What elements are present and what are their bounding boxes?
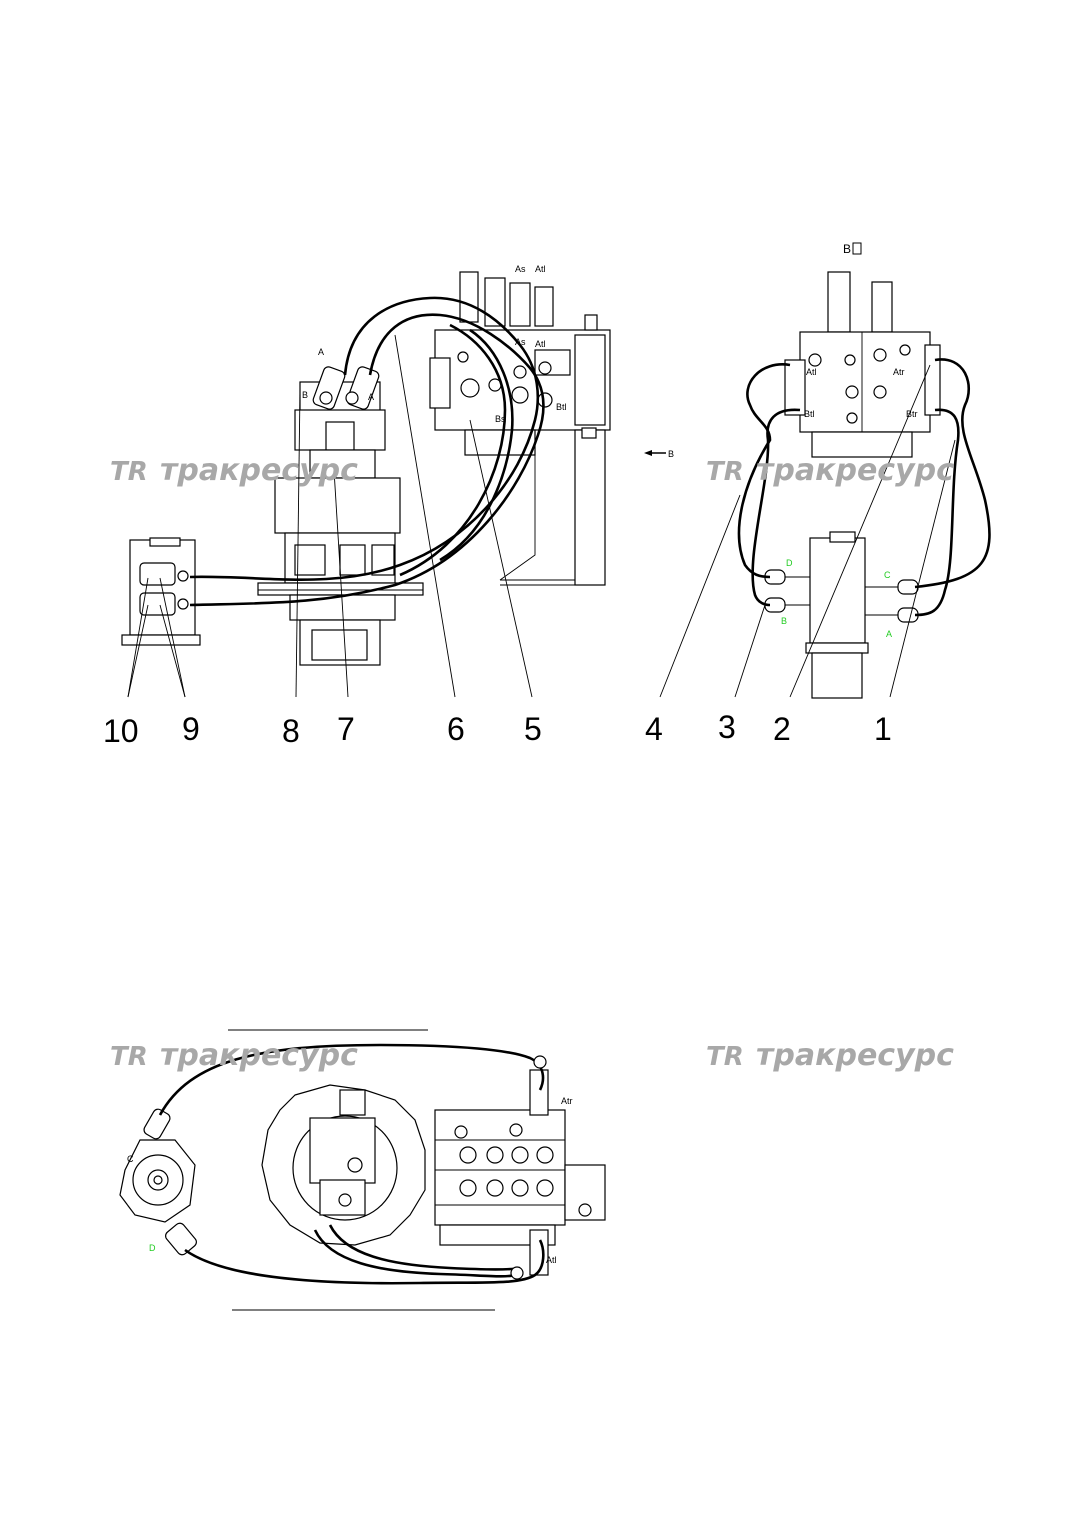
callout-numbers: 10 9 8 7 6 5 4 3 2 1 xyxy=(103,709,892,749)
port-label-atr-b: Atr xyxy=(893,367,905,377)
watermark-text: тракресурс xyxy=(756,1038,954,1073)
top-left-port-labels: A B A As Atl As Atl Bs Btl xyxy=(302,264,567,424)
port-label-bs: Bs xyxy=(495,414,506,424)
callout-2: 2 xyxy=(773,711,791,747)
watermark-3: TR тракресурс xyxy=(110,1038,358,1073)
port-label-a-motor: A xyxy=(368,392,374,402)
port-label-b: B xyxy=(302,390,308,400)
swing-motor-side-view xyxy=(257,366,424,666)
port-label-as-top: As xyxy=(515,264,526,274)
callout-4: 4 xyxy=(645,711,663,747)
port-label-atl: Atl xyxy=(535,339,546,349)
callout-5: 5 xyxy=(524,711,542,747)
swing-motor-top-view xyxy=(261,1084,426,1246)
watermark-1: TR тракресурс xyxy=(110,453,358,488)
view-b-title: B xyxy=(843,242,862,256)
callout-6: 6 xyxy=(447,711,465,747)
control-valve-top-view xyxy=(434,1069,606,1276)
port-label-btr-b: Btr xyxy=(906,409,918,419)
watermark-logo: TR xyxy=(706,457,744,487)
view-arrow-label: B xyxy=(668,449,674,459)
callout-3: 3 xyxy=(718,709,736,745)
watermark-4: TR тракресурс xyxy=(706,1038,954,1073)
callout-9: 9 xyxy=(182,711,200,747)
port-label-btl: Btl xyxy=(556,402,567,412)
hoses-top-left xyxy=(189,296,545,607)
callout-7: 7 xyxy=(337,711,355,747)
control-valve-view-b xyxy=(784,271,941,458)
port-label-a: A xyxy=(318,347,324,357)
watermark-logo: TR xyxy=(110,1042,148,1072)
port-label-as: As xyxy=(515,337,526,347)
swivel-port-b: B xyxy=(781,616,787,626)
swivel-joint-side-view xyxy=(121,537,201,646)
watermark-text: тракресурс xyxy=(756,453,954,488)
watermark-2: TR тракресурс xyxy=(706,453,954,488)
view-b-port-labels: Atl Atr Btl Btr D C B A xyxy=(781,367,918,639)
hoses-view-b xyxy=(737,358,991,617)
callout-8: 8 xyxy=(282,713,300,749)
callout-1: 1 xyxy=(874,711,892,747)
swivel-joint-view-b xyxy=(764,531,919,699)
hoses-top-view xyxy=(158,1043,547,1285)
watermark-logo: TR xyxy=(110,457,148,487)
top-view-port-labels: C D Atr Atl xyxy=(127,1096,573,1265)
swivel-port-a: A xyxy=(886,629,892,639)
leader-lines-left xyxy=(127,334,533,698)
watermark-text: тракресурс xyxy=(160,453,358,488)
swivel-joint-top-view xyxy=(119,1108,197,1256)
port-label-c-top: C xyxy=(127,1154,134,1164)
port-label-d-top: D xyxy=(149,1243,156,1253)
port-label-btl-b: Btl xyxy=(804,409,815,419)
port-label-atl-bottom: Atl xyxy=(546,1255,557,1265)
callout-10: 10 xyxy=(103,713,139,749)
leader-lines-right xyxy=(659,364,956,698)
swivel-port-c: C xyxy=(884,570,891,580)
watermark-text: тракресурс xyxy=(160,1038,358,1073)
view-arrow: B xyxy=(644,449,674,459)
watermark-logo: TR xyxy=(706,1042,744,1072)
dimension-lines xyxy=(228,1029,495,1311)
port-label-atr-top: Atr xyxy=(561,1096,573,1106)
port-label-atl-top: Atl xyxy=(535,264,546,274)
swivel-port-d: D xyxy=(786,558,793,568)
port-label-atl-b: Atl xyxy=(806,367,817,377)
view-b-title-text: B xyxy=(843,242,851,256)
